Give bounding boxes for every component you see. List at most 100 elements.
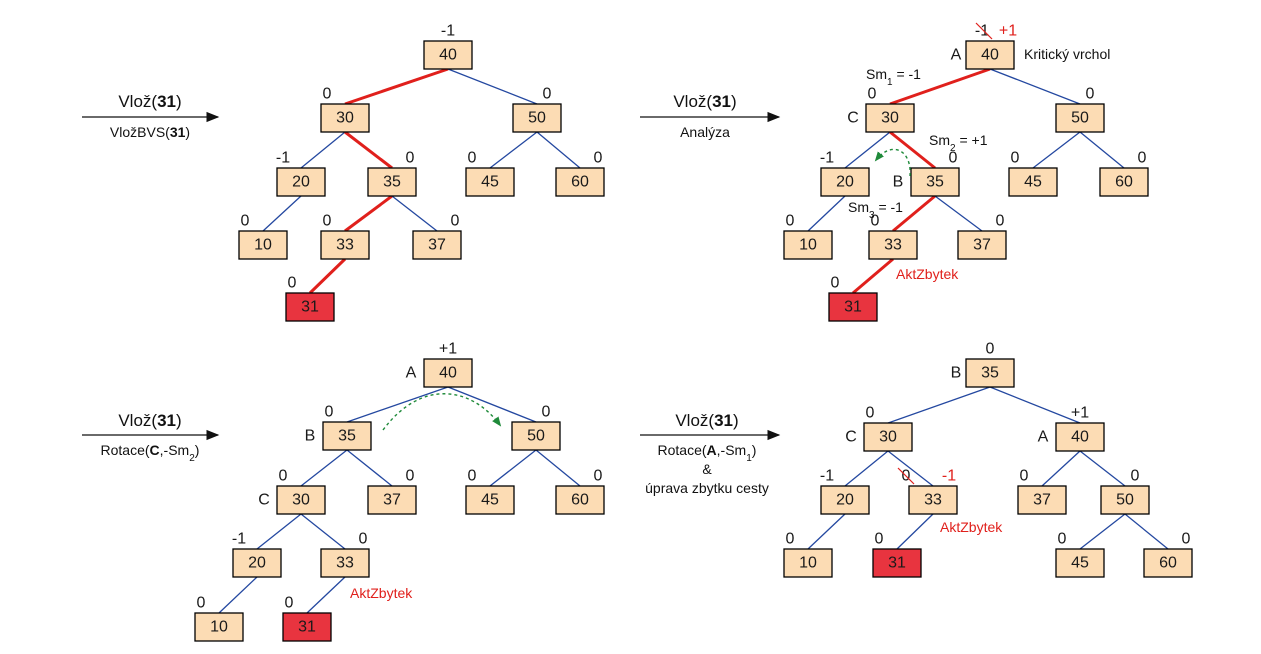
node-key: 40 [439, 47, 457, 64]
balance-factor: -1 [232, 531, 246, 548]
tree-edge [346, 449, 393, 487]
node-box [1008, 167, 1058, 197]
trees: 40-130050020-135045060010033037031040-1+… [194, 22, 1193, 642]
node-key: 50 [527, 428, 545, 445]
tree-node-45: 450 [1008, 150, 1058, 197]
node-box [194, 612, 244, 642]
step-label-1: Vlož(31)VložBVS(31) [82, 92, 220, 140]
akt-zbytek-label-2: AktZbytek [896, 266, 959, 282]
node-label-B: B [305, 428, 316, 445]
node-key: 45 [1071, 555, 1089, 572]
tree-node-60: 600 [555, 468, 605, 515]
node-box [423, 40, 473, 70]
critical-vertex-label: Kritický vrchol [1024, 46, 1110, 62]
tree-edge [308, 257, 347, 295]
strike-mark [975, 22, 993, 40]
step-subtitle: úprava zbytku cesty [645, 480, 769, 496]
balance-factor: -1 [975, 23, 989, 40]
node-key: 30 [879, 429, 897, 446]
tree-edge [535, 449, 581, 487]
balance-factor: 0 [406, 468, 415, 485]
step-subtitle: Rotace(A,-Sm1) [658, 442, 757, 464]
tree-node-10: 100 [783, 531, 833, 578]
node-key: 45 [481, 492, 499, 509]
node-box [465, 167, 515, 197]
step-subtitle: VložBVS(31) [110, 124, 190, 140]
tree-edge [1079, 513, 1126, 550]
tree-node-33: 330 [320, 213, 370, 260]
tree-node-10: 100 [783, 213, 833, 260]
strike-mark [897, 467, 915, 485]
node-box [965, 358, 1015, 388]
tree-edge [262, 195, 302, 232]
tree-node-31: 310 [282, 595, 332, 642]
tree-node-33: 330 [868, 213, 918, 260]
node-key: 20 [292, 174, 310, 191]
tree-edge [1079, 450, 1126, 487]
step-subtitle: Analýza [680, 124, 730, 140]
tree-edge [889, 67, 991, 106]
balance-factor: -1 [441, 23, 455, 40]
node-box [1100, 485, 1150, 515]
balance-factor-new: +1 [999, 23, 1017, 40]
node-key: 60 [571, 174, 589, 191]
node-key: 45 [1024, 174, 1042, 191]
node-key: 60 [1115, 174, 1133, 191]
tree-edge [489, 131, 538, 169]
node-key: 37 [383, 492, 401, 509]
balance-factor: 0 [542, 404, 551, 421]
node-box [820, 167, 870, 197]
balance-factor: 0 [868, 86, 877, 103]
tree-node-45: 450 [465, 150, 515, 197]
tree-node-50: 500 [511, 404, 561, 451]
node-box [872, 548, 922, 578]
node-key: 37 [1033, 492, 1051, 509]
tree-node-20: 20-1 [276, 150, 326, 197]
node-key: 10 [210, 619, 228, 636]
balance-factor: 0 [468, 150, 477, 167]
node-box [320, 230, 370, 260]
balance-factor: 0 [451, 213, 460, 230]
tree-node-20: 20-1 [820, 468, 870, 515]
balance-factor: 0 [288, 275, 297, 292]
tree-node-31: 310 [828, 275, 878, 322]
balance-factor: 0 [996, 213, 1005, 230]
node-key: 35 [981, 365, 999, 382]
balance-factor: 0 [594, 468, 603, 485]
tree-node-37: 37 0 [412, 213, 462, 260]
node-box [783, 548, 833, 578]
balance-factor: -1 [276, 150, 290, 167]
node-box [828, 292, 878, 322]
node-key: 31 [298, 619, 316, 636]
tree-edge [344, 194, 393, 233]
tree-edge [1124, 513, 1169, 550]
tree-edge [887, 386, 991, 424]
tree-node-30: 300 [320, 86, 370, 133]
node-box [322, 421, 372, 451]
balance-factor: 0 [949, 150, 958, 167]
step-label-3: Vlož(31)Rotace(C,-Sm2) [82, 411, 220, 464]
balance-factor: 0 [197, 595, 206, 612]
node-box [783, 230, 833, 260]
annotations: Kritický vrchol AktZbytek AktZbytek AktZ… [350, 46, 1110, 601]
tree-edge [896, 513, 934, 550]
step-label-2: Vlož(31)Analýza [640, 92, 781, 140]
balance-factor: 0 [359, 531, 368, 548]
node-key: 35 [338, 428, 356, 445]
node-key: 10 [254, 237, 272, 254]
tree-node-37: 370 [957, 213, 1007, 260]
node-key: 37 [428, 237, 446, 254]
node-key: 40 [1071, 429, 1089, 446]
balance-factor: 0 [871, 213, 880, 230]
node-label-A: A [406, 365, 417, 382]
tree-edge [306, 576, 346, 614]
node-box [367, 167, 417, 197]
node-label-C: C [258, 492, 270, 509]
sm1-label: Sm1 = -1 [866, 66, 921, 88]
balance-factor: 0 [1020, 468, 1029, 485]
tree-edge [300, 449, 348, 487]
